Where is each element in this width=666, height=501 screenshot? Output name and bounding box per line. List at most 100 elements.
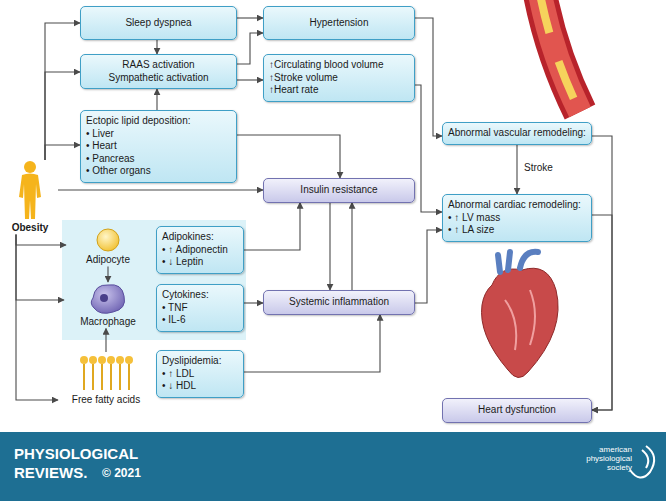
process-box: RAAS activationSympathetic activation xyxy=(80,54,237,89)
node-text: Abnormal cardiac remodeling: xyxy=(448,199,586,212)
node-text: Hypertension xyxy=(269,17,409,30)
node-text: ↑Stroke volume xyxy=(269,72,409,85)
node-text: Systemic inflammation xyxy=(269,296,409,309)
process-box: Ectopic lipid deposition:• Liver• Heart•… xyxy=(80,110,237,183)
connector-arrow xyxy=(58,189,263,190)
icon-node: Macrophage xyxy=(64,282,152,329)
outcome-box: Systemic inflammation xyxy=(263,290,415,315)
node-text: • Heart xyxy=(86,140,231,153)
footer-label: REVIEWS. xyxy=(14,465,87,482)
node-text: • ↓ HDL xyxy=(162,380,238,393)
fatty-acid-head xyxy=(125,356,133,364)
macrophage-icon xyxy=(91,285,124,314)
connector-arrow xyxy=(16,235,64,301)
node-text: • ↑ Adiponectin xyxy=(162,244,238,257)
connector-arrow xyxy=(107,267,108,283)
connector-arrow xyxy=(45,23,80,160)
connector-arrow xyxy=(16,235,58,401)
process-box: Abnormal vascular remodeling: xyxy=(442,122,592,145)
node-text: Obesity xyxy=(2,222,58,235)
node-text: • ↓ Leptin xyxy=(162,256,238,269)
node-text: • Liver xyxy=(86,128,231,141)
fatty-acid-head xyxy=(89,356,97,364)
node-text: • TNF xyxy=(162,302,238,315)
node-text: • Other organs xyxy=(86,165,231,178)
node-text: Free fatty acids xyxy=(58,394,154,407)
footer-label: PHYSIOLOGICAL xyxy=(14,446,138,463)
connector-arrow xyxy=(105,329,106,353)
process-box: Dyslipidemia:• ↑ LDL• ↓ HDL xyxy=(156,350,244,398)
node-text: • ↑ LA size xyxy=(448,224,586,237)
node-text: • ↑ LDL xyxy=(162,368,238,381)
adipocyte-icon xyxy=(97,229,119,251)
node-text: RAAS activation xyxy=(86,59,231,72)
connector-arrow xyxy=(244,315,380,373)
fatty-acid-icon xyxy=(80,356,133,390)
node-text: Sleep dyspnea xyxy=(86,17,231,30)
node-text: Insulin resistance xyxy=(269,184,409,197)
process-box: Hypertension xyxy=(263,6,415,40)
node-text: Abnormal vascular remodeling: xyxy=(448,127,586,140)
fatty-acid-tail xyxy=(101,364,103,390)
connector-arrow xyxy=(415,230,442,303)
footer-label: © 2021 xyxy=(102,467,141,480)
connector-arrow xyxy=(237,33,263,64)
obesity-figure xyxy=(19,161,41,219)
node-text: • ↑ LV mass xyxy=(448,212,586,225)
connector-arrow xyxy=(329,203,330,291)
connector-arrow xyxy=(156,40,157,54)
footer-bar xyxy=(0,432,666,501)
footer-label: american physiological society xyxy=(566,446,632,472)
blood-vessel-illustration xyxy=(540,0,580,112)
outcome-box: Heart dysfunction xyxy=(442,398,592,423)
fatty-acid-tail xyxy=(119,364,121,390)
fatty-acid-head xyxy=(116,356,124,364)
edge-label: Stroke xyxy=(522,162,555,173)
fatty-acid-tail xyxy=(83,364,85,390)
node-text: Cytokines: xyxy=(162,289,238,302)
connector-arrow xyxy=(244,203,300,251)
node-text: ↑Circulating blood volume xyxy=(269,59,409,72)
outcome-box: Insulin resistance xyxy=(263,178,415,203)
process-box: Sleep dyspnea xyxy=(80,6,237,40)
node-text: Ectopic lipid deposition: xyxy=(86,115,231,128)
connector-arrow xyxy=(592,215,612,410)
node-text: Adipokines: xyxy=(162,231,238,244)
node-text: Sympathetic activation xyxy=(86,72,231,85)
connector-arrow xyxy=(592,136,612,410)
fatty-acid-head xyxy=(98,356,106,364)
fatty-acid-head xyxy=(80,356,88,364)
macrophage-nucleus xyxy=(100,294,108,302)
node-text: Adipocyte xyxy=(66,254,150,267)
connector-arrow xyxy=(156,89,157,110)
connector-arrow xyxy=(16,235,66,246)
connector-arrow xyxy=(415,85,442,212)
process-box: Cytokines:• TNF• IL-6 xyxy=(156,284,244,332)
heart-illustration xyxy=(482,252,559,378)
obesity-node: Obesity xyxy=(2,160,58,235)
fatty-acid-tail xyxy=(110,364,112,390)
icon-node: Adipocyte xyxy=(66,228,150,267)
panel-background xyxy=(62,220,246,340)
connector-arrow xyxy=(237,135,340,178)
node-text: Macrophage xyxy=(64,316,152,329)
process-box: ↑Circulating blood volume↑Stroke volume↑… xyxy=(263,54,415,102)
connector-arrow xyxy=(45,72,80,160)
connector-arrow xyxy=(237,17,263,18)
node-text: Dyslipidemia: xyxy=(162,355,238,368)
fatty-acid-head xyxy=(107,356,115,364)
node-text: • IL-6 xyxy=(162,314,238,327)
aps-logo-swirl xyxy=(630,446,654,478)
icon-node: Free fatty acids xyxy=(58,352,154,407)
connector-arrow xyxy=(45,145,80,160)
fatty-acid-tail xyxy=(92,364,94,390)
connector-arrow xyxy=(237,79,263,80)
connector-arrow xyxy=(244,302,263,303)
node-text: • Pancreas xyxy=(86,153,231,166)
process-box: Abnormal cardiac remodeling:• ↑ LV mass•… xyxy=(442,194,592,242)
connector-arrow xyxy=(516,145,517,195)
node-text: Heart dysfunction xyxy=(448,404,586,417)
fatty-acid-tail xyxy=(128,364,130,390)
connector-arrow xyxy=(415,18,442,136)
connector-arrow xyxy=(351,203,352,291)
